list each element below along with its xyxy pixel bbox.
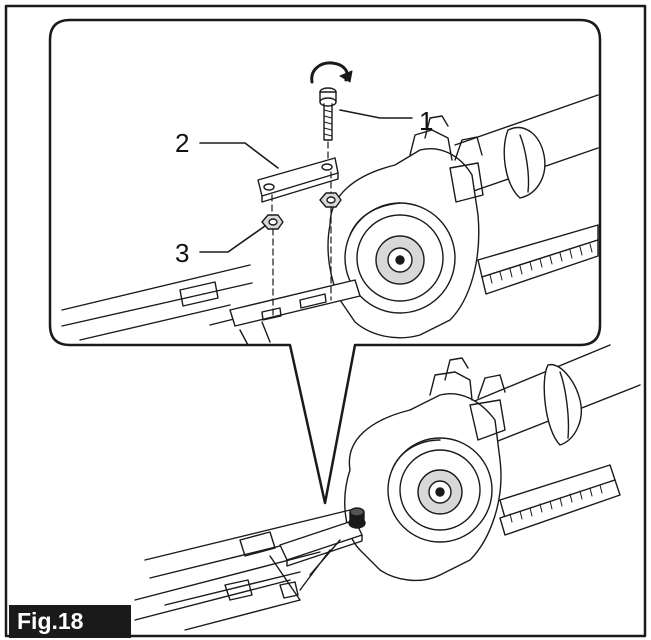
leader-line-2 <box>199 142 279 169</box>
nut-left <box>261 214 284 230</box>
figure-label: Fig.18 <box>9 605 131 638</box>
detail-blade-teeth <box>489 243 593 284</box>
bolt-part <box>319 87 337 141</box>
lower-blade-teeth <box>509 484 603 523</box>
callout-number-1: 1 <box>419 106 434 136</box>
leader-line-3 <box>199 225 266 253</box>
lower-view-drawing <box>134 344 641 631</box>
nut-right <box>319 192 342 208</box>
outer-border <box>4 4 647 638</box>
lower-handle-grip <box>543 364 582 446</box>
callout-number-3: 3 <box>175 238 190 268</box>
detail-handle-grip <box>503 127 546 199</box>
callout-bubble <box>48 18 602 505</box>
assembly-guide-lines <box>271 141 332 319</box>
detail-drawing <box>61 61 599 346</box>
leader-line-1 <box>339 109 413 119</box>
callout-number-2: 2 <box>175 128 190 158</box>
